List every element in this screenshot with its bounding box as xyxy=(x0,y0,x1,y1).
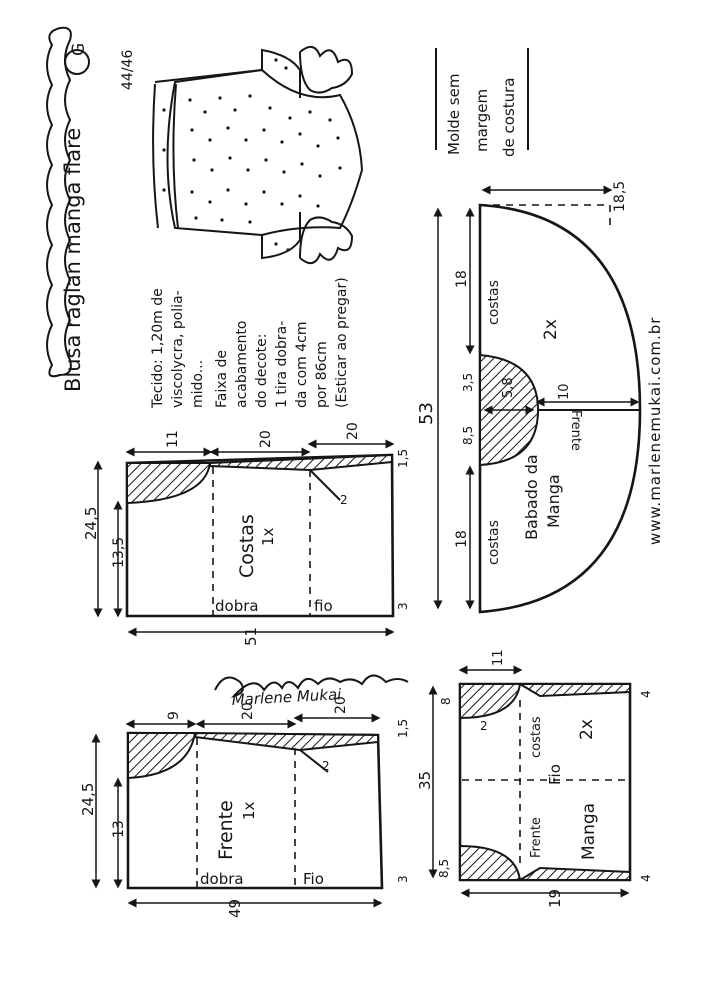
ruffle-frente: Frente xyxy=(568,410,583,451)
pattern-title: Blusa raglan manga flare xyxy=(61,128,85,392)
title-block: Blusa raglan manga flare G 44/46 xyxy=(46,26,136,392)
seam-note: Molde sem margem de costura xyxy=(435,48,529,157)
frente-side: 13 xyxy=(111,820,127,838)
ruffle-18-bottom: 18 xyxy=(454,530,470,548)
ruffle-slit-length: 10 xyxy=(557,383,572,400)
svg-text:da com 4cm: da com 4cm xyxy=(294,321,310,408)
costas-grain: fio xyxy=(314,597,333,615)
sleeve-count: 2x xyxy=(577,719,597,740)
svg-text:do decote:: do decote: xyxy=(254,334,270,408)
sleeve-bottom xyxy=(261,212,301,260)
frente-label: Frente xyxy=(215,800,237,860)
signature-text: Marlene Mukai xyxy=(231,685,342,709)
note-line-3: de costura xyxy=(500,77,518,157)
frente-bottom-offset: 3 xyxy=(396,875,410,883)
size-circle xyxy=(64,49,90,75)
costas-side: 13,5 xyxy=(111,537,127,568)
ruffle-85: 8,5 xyxy=(461,426,475,445)
costas-top-facing xyxy=(209,453,393,472)
frente-top-facing xyxy=(194,731,379,752)
materials-text: Tecido: 1,20m de viscolycra, polia- mido… xyxy=(150,277,350,409)
costas-fold: dobra xyxy=(215,597,259,615)
title-frame xyxy=(46,26,72,378)
ruffle-total: 53 xyxy=(416,402,437,425)
sleeve-85: 8,5 xyxy=(437,859,451,878)
svg-text:por 86cm: por 86cm xyxy=(314,341,330,408)
blouse-hem-top xyxy=(154,69,263,83)
frente-grain: Fio xyxy=(303,870,324,888)
ruffle-label-1: Babado da xyxy=(522,454,541,540)
costas-label: Costas xyxy=(236,514,258,578)
frente-right-offset: 1,5 xyxy=(396,719,410,738)
sleeve-piece: costas Frente Fio 2x Manga 35 19 11 8 2 … xyxy=(416,649,653,908)
blouse-hem-band xyxy=(152,83,159,229)
blouse-illustration xyxy=(152,45,364,265)
ruffle-count: 2x xyxy=(541,319,561,340)
svg-text:(Esticar ao pregar): (Esticar ao pregar) xyxy=(334,277,350,408)
ruffle-bottom xyxy=(299,216,354,265)
sleeve-top xyxy=(261,48,301,98)
frente-top-2: 20 xyxy=(333,696,349,714)
frente-fold: dobra xyxy=(200,870,244,888)
sleeve-label: Manga xyxy=(579,803,599,860)
signature-stroke xyxy=(214,674,409,698)
costas-neck-facing xyxy=(126,462,212,505)
ruffle-costas-bottom: costas xyxy=(486,520,502,565)
blouse-body xyxy=(166,68,364,237)
website-url: www.marlenemukai.com.br xyxy=(646,317,664,545)
sleeve-8: 8 xyxy=(439,697,453,705)
frente-top-1: 20 xyxy=(240,702,256,720)
svg-text:acabamento: acabamento xyxy=(234,321,250,409)
costas-right-offset: 1,5 xyxy=(396,449,410,468)
ruffle-costas-top: costas xyxy=(486,280,502,325)
sleeve-costas: costas xyxy=(529,716,544,758)
svg-text:Tecido: 1,20m de: Tecido: 1,20m de xyxy=(150,288,166,409)
costas-top-1: 20 xyxy=(258,430,274,448)
sleeve-width: 19 xyxy=(546,889,564,908)
ruffle-radius: 5,8 xyxy=(501,377,516,398)
ruffle-35: 3,5 xyxy=(461,373,475,392)
costas-piece: Costas 1x dobra fio 51 24,5 13,5 11 20 2… xyxy=(82,422,410,646)
sleeve-grain: Fio xyxy=(546,764,564,785)
costas-height: 24,5 xyxy=(82,507,100,540)
svg-text:mido...: mido... xyxy=(190,360,206,408)
costas-count: 1x xyxy=(259,527,277,546)
polka-dots xyxy=(162,58,342,252)
frente-width: 49 xyxy=(226,899,244,918)
frente-count: 1x xyxy=(240,801,258,820)
svg-text:viscolycra, polia-: viscolycra, polia- xyxy=(170,290,186,408)
frente-neck-facing xyxy=(127,732,197,780)
sleeve-4-bottom: 4 xyxy=(639,874,653,882)
costas-neck-width: 11 xyxy=(165,430,181,448)
note-line-1: Molde sem xyxy=(445,74,463,155)
svg-text:Faixa de: Faixa de xyxy=(214,350,230,408)
frente-piece: Frente 1x dobra Fio 49 24,5 13 9 20 20 1… xyxy=(79,696,410,918)
ruffle-piece: 5,8 10 Frente 2x Babado da Manga costas … xyxy=(416,181,642,614)
ruffle-18-top: 18 xyxy=(454,270,470,288)
costas-width: 51 xyxy=(242,627,260,646)
frente-dart: 2 xyxy=(322,759,330,773)
signature: Marlene Mukai xyxy=(214,674,409,709)
ruffle-top xyxy=(299,45,354,94)
size-range: 44/46 xyxy=(120,50,136,90)
size-letter: G xyxy=(69,43,89,56)
sleeve-2: 2 xyxy=(480,719,488,733)
sleeve-length: 35 xyxy=(416,771,434,790)
frente-height: 24,5 xyxy=(79,783,97,816)
costas-dart: 2 xyxy=(340,493,348,507)
svg-text:1 tira dobra-: 1 tira dobra- xyxy=(274,321,290,408)
ruffle-depth: 18,5 xyxy=(612,181,628,212)
frente-neck-width: 9 xyxy=(166,711,182,720)
sleeve-bottom-facing xyxy=(459,844,522,881)
sleeve-top-facing xyxy=(459,683,522,720)
sleeve-frente: Frente xyxy=(529,817,544,858)
costas-bottom-offset: 3 xyxy=(396,602,410,610)
note-line-2: margem xyxy=(473,89,491,152)
ruffle-label-2: Manga xyxy=(544,474,563,528)
costas-top-2: 20 xyxy=(345,422,361,440)
sleeve-top-width: 11 xyxy=(491,649,506,666)
sleeve-4-top: 4 xyxy=(639,690,653,698)
costas-outline xyxy=(125,453,395,618)
